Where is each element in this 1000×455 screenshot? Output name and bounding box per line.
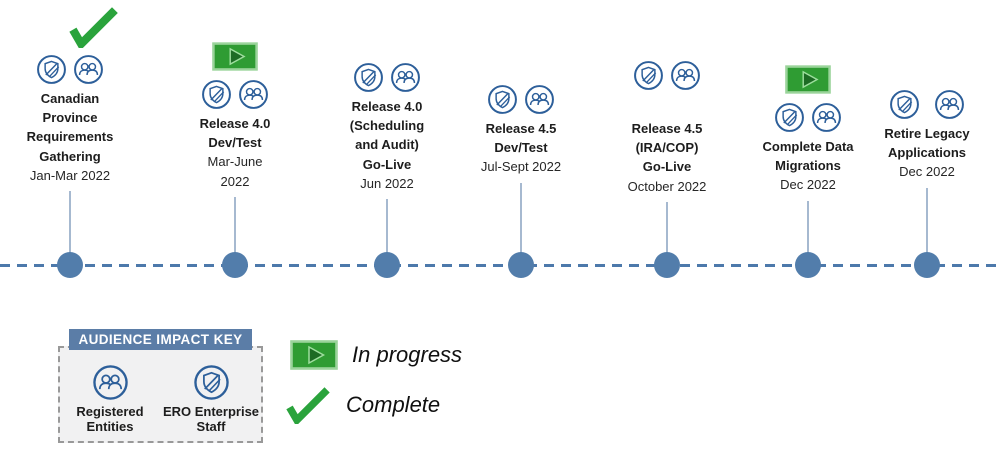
timeline-dot bbox=[57, 252, 83, 278]
audience-icons bbox=[201, 79, 269, 110]
in-progress-play-icon bbox=[290, 340, 345, 370]
ero-staff-shield-icon bbox=[36, 54, 67, 85]
milestone-title: Release 4.0 Dev/Test bbox=[199, 116, 271, 151]
registered-entities-people-icon bbox=[811, 102, 842, 133]
registered-entities-people-icon bbox=[524, 84, 555, 115]
milestone-title: Release 4.5 Dev/Test bbox=[485, 121, 557, 156]
status-key: In progress Complete bbox=[283, 340, 462, 424]
complete-check-icon bbox=[283, 386, 332, 424]
timeline-dot bbox=[222, 252, 248, 278]
audience-icons bbox=[889, 89, 965, 120]
audience-impact-key: AUDIENCE IMPACT KEY Registered Entities … bbox=[58, 329, 263, 443]
legend-item-ero-enterprise-staff: ERO Enterprise Staff bbox=[162, 364, 261, 441]
milestone-complete-data-migrations: Complete Data Migrations Dec 2022 bbox=[744, 65, 872, 265]
milestone-title: Canadian Province Requirements Gathering bbox=[26, 91, 114, 164]
in-progress-play-icon bbox=[212, 42, 258, 71]
ero-staff-shield-icon bbox=[774, 102, 805, 133]
audience-icons bbox=[36, 54, 104, 85]
milestone-release-45-devtest: Release 4.5 Dev/Test Jul-Sept 2022 bbox=[457, 84, 585, 265]
ero-staff-shield-icon bbox=[487, 84, 518, 115]
ero-staff-shield-icon bbox=[193, 364, 230, 401]
milestone-release-40-devtest: Release 4.0 Dev/Test Mar-June 2022 bbox=[171, 42, 299, 265]
complete-check-icon bbox=[65, 6, 121, 48]
milestone-canadian-province-requirements: Canadian Province Requirements Gathering… bbox=[6, 6, 134, 265]
audience-icons bbox=[353, 62, 421, 93]
milestone-date: October 2022 bbox=[627, 178, 707, 194]
status-key-in-progress: In progress bbox=[283, 340, 462, 370]
milestone-date: Dec 2022 bbox=[899, 164, 955, 180]
connector-line bbox=[234, 196, 236, 265]
audience-impact-key-title: AUDIENCE IMPACT KEY bbox=[69, 329, 252, 350]
milestone-date: Jul-Sept 2022 bbox=[480, 159, 562, 175]
timeline-axis bbox=[0, 264, 1000, 267]
connector-line bbox=[807, 200, 809, 265]
milestone-date: Jan-Mar 2022 bbox=[29, 167, 111, 183]
audience-icons bbox=[487, 84, 555, 115]
ero-staff-shield-icon bbox=[353, 62, 384, 93]
legend-item-registered-entities: Registered Entities bbox=[61, 364, 160, 441]
milestone-date: Mar-June 2022 bbox=[207, 154, 263, 189]
connector-line bbox=[926, 187, 928, 265]
milestone-title: Release 4.0 (Scheduling and Audit) Go-Li… bbox=[349, 99, 425, 172]
milestone-release-45-golive: Release 4.5 (IRA/COP) Go-Live October 20… bbox=[603, 60, 731, 265]
status-key-complete: Complete bbox=[283, 386, 462, 424]
registered-entities-people-icon bbox=[238, 79, 269, 110]
registered-entities-people-icon bbox=[670, 60, 701, 91]
registered-entities-people-icon bbox=[934, 89, 965, 120]
status-key-label: In progress bbox=[352, 342, 463, 367]
connector-line bbox=[666, 201, 668, 265]
ero-staff-shield-icon bbox=[633, 60, 664, 91]
milestone-retire-legacy-applications: Retire Legacy Applications Dec 2022 bbox=[863, 89, 991, 265]
audience-icons bbox=[774, 102, 842, 133]
timeline-dot bbox=[374, 252, 400, 278]
timeline-dot bbox=[795, 252, 821, 278]
registered-entities-people-icon bbox=[390, 62, 421, 93]
milestone-title: Retire Legacy Applications bbox=[884, 126, 970, 161]
registered-entities-people-icon bbox=[92, 364, 129, 401]
timeline-dot bbox=[654, 252, 680, 278]
connector-line bbox=[69, 191, 71, 265]
milestone-title: Complete Data Migrations bbox=[762, 139, 854, 174]
legend-item-label: Registered Entities bbox=[76, 404, 144, 434]
registered-entities-people-icon bbox=[73, 54, 104, 85]
audience-impact-key-box: Registered Entities ERO Enterprise Staff bbox=[58, 346, 263, 443]
legend-item-label: ERO Enterprise Staff bbox=[162, 404, 260, 434]
milestone-title: Release 4.5 (IRA/COP) Go-Live bbox=[631, 121, 703, 175]
in-progress-play-icon bbox=[785, 65, 831, 94]
milestone-release-40-golive: Release 4.0 (Scheduling and Audit) Go-Li… bbox=[323, 62, 451, 265]
ero-staff-shield-icon bbox=[201, 79, 232, 110]
ero-staff-shield-icon bbox=[889, 89, 920, 120]
connector-line bbox=[520, 182, 522, 265]
milestone-date: Dec 2022 bbox=[780, 177, 836, 193]
timeline-dot bbox=[914, 252, 940, 278]
audience-icons bbox=[633, 60, 701, 91]
timeline-dot bbox=[508, 252, 534, 278]
status-key-label: Complete bbox=[346, 392, 441, 417]
connector-line bbox=[386, 199, 388, 265]
milestone-date: Jun 2022 bbox=[360, 175, 414, 191]
